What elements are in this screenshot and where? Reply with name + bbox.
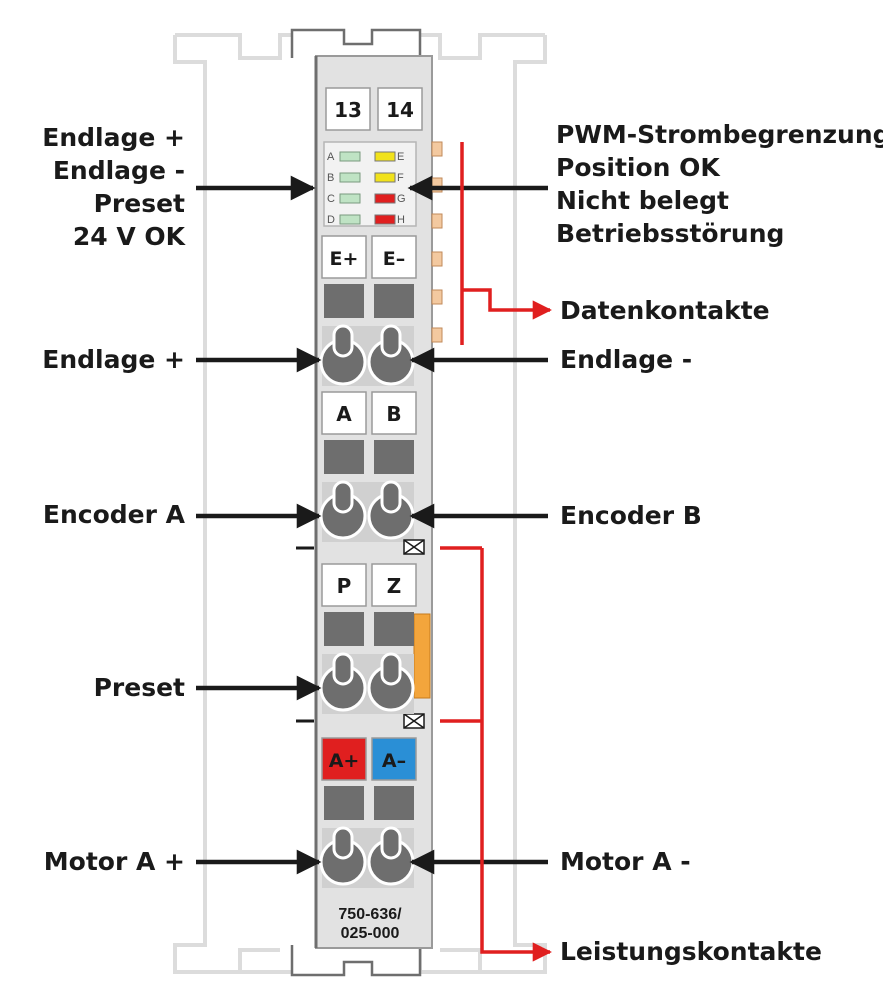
slot-label-e-plus: E+ [330, 248, 359, 270]
connector-pair-4 [319, 826, 415, 888]
label-leistungskontakte: Leistungskontakte [560, 937, 822, 966]
led-letters-left: A B C D [327, 151, 335, 226]
led-letter-b: B [327, 172, 334, 184]
led-letter-g: G [397, 193, 406, 205]
led-label-betriebsstoerung: Betriebsstörung [556, 219, 785, 248]
label-encoder-b: Encoder B [560, 501, 702, 530]
model-number-line-1: 750-636/ [338, 906, 402, 923]
label-encoder-a: Encoder A [42, 500, 185, 529]
led-letter-d: D [327, 214, 335, 226]
led-g [374, 193, 396, 204]
label-motor-minus: Motor A - [560, 847, 691, 876]
slot-label-b: B [386, 402, 401, 426]
data-contact-pads [431, 141, 443, 343]
terminal-block-3: P Z [321, 563, 417, 646]
din-rail-outline [173, 33, 547, 974]
leistungskontakte-bracket [440, 546, 552, 962]
label-endlage-plus: Endlage + [42, 345, 185, 374]
terminal-block-4: A+ A– [321, 737, 417, 820]
power-jumper-orange [413, 613, 431, 699]
slot-label-z: Z [387, 574, 402, 598]
slot-label-14: 14 [386, 98, 414, 122]
led-label-position-ok: Position OK [556, 153, 720, 182]
top-clip [290, 28, 422, 58]
label-preset: Preset [93, 673, 185, 702]
label-motor-plus: Motor A + [43, 847, 185, 876]
led-labels-right: PWM-Strombegrenzung Position OK Nicht be… [556, 118, 883, 250]
led-label-24v-ok: 24 V OK [72, 222, 185, 251]
bottom-clip [290, 945, 422, 977]
power-contact-top [403, 539, 425, 555]
led-label-endlage-minus: Endlage - [52, 156, 185, 185]
led-labels-left: Endlage + Endlage - Preset 24 V OK [42, 121, 185, 253]
terminal-block-1: E+ E– [321, 235, 417, 318]
connector-pair-2 [319, 480, 415, 542]
slot-label-a-plus: A+ [329, 750, 360, 772]
led-b [339, 172, 361, 183]
leds-left [339, 151, 361, 225]
slot-label-a-minus: A– [382, 750, 406, 772]
connector-pair-3 [319, 652, 415, 714]
slot-label-p: P [337, 574, 352, 598]
callout-arrows [196, 175, 548, 875]
label-endlage-minus: Endlage - [560, 345, 693, 374]
led-c [339, 193, 361, 204]
model-number-line-2: 025-000 [341, 925, 400, 942]
led-letter-a: A [327, 151, 335, 163]
leds-right [374, 151, 396, 225]
power-contact-bottom [403, 713, 425, 729]
led-letters-right: E F G H [397, 151, 406, 226]
slot-label-e-minus: E– [383, 248, 405, 270]
led-label-preset: Preset [93, 189, 185, 218]
label-datenkontakte: Datenkontakte [560, 296, 770, 325]
led-e [374, 151, 396, 162]
led-a [339, 151, 361, 162]
led-letter-h: H [397, 214, 405, 226]
led-label-pwm: PWM-Strombegrenzung [556, 120, 883, 149]
led-d [339, 214, 361, 225]
led-letter-e: E [397, 151, 404, 163]
led-h [374, 214, 396, 225]
led-f [374, 172, 396, 183]
connector-pair-1 [319, 324, 415, 386]
led-letter-f: F [397, 172, 404, 184]
slot-label-a: A [336, 402, 352, 426]
slot-label-13: 13 [334, 98, 362, 122]
led-label-nicht-belegt: Nicht belegt [556, 186, 729, 215]
led-label-endlage-plus: Endlage + [42, 123, 185, 152]
led-letter-c: C [327, 193, 335, 205]
datenkontakte-bracket [460, 142, 552, 345]
terminal-block-2: A B [321, 391, 417, 474]
